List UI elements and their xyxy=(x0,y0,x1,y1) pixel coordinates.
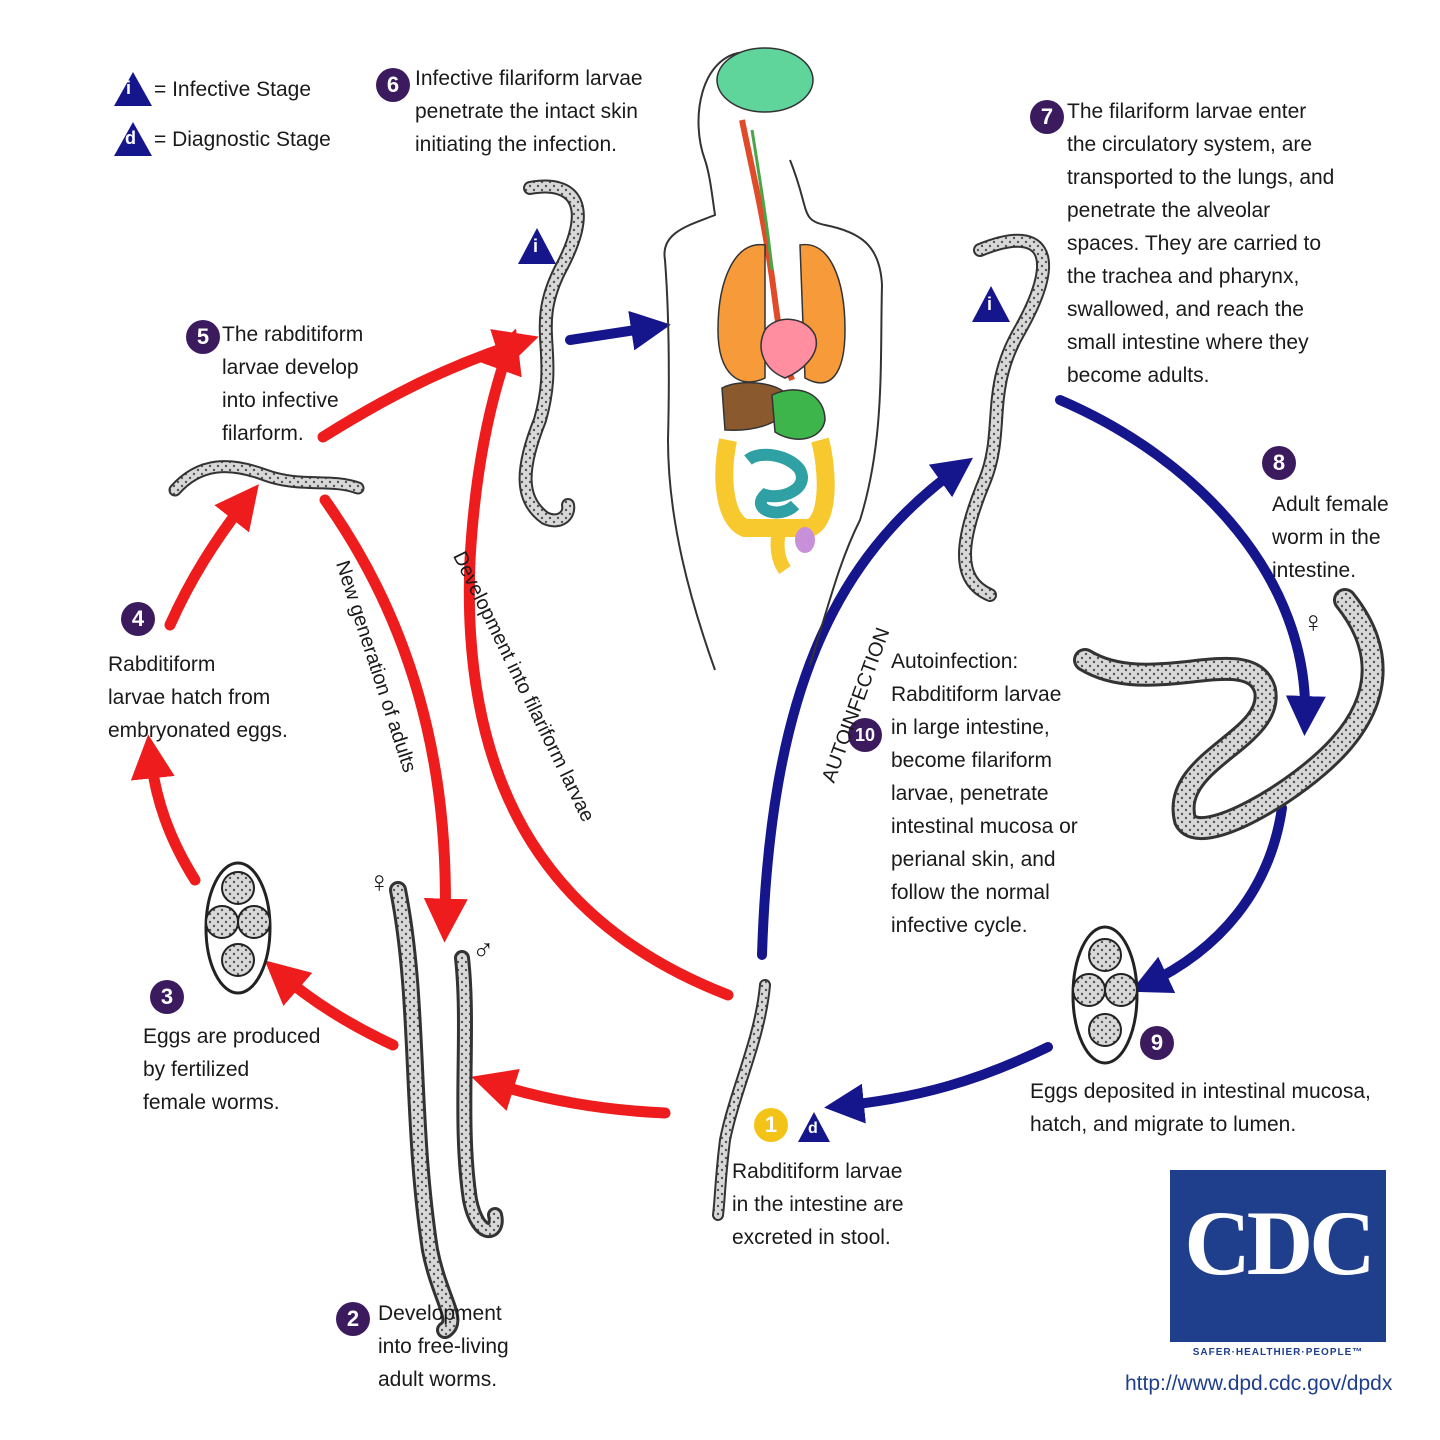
bladder xyxy=(795,527,815,553)
arrow-3-to-4 xyxy=(130,734,201,886)
step-2-badge: 2 xyxy=(336,1302,370,1336)
cdc-url-link[interactable]: http://www.dpd.cdc.gov/dpdx xyxy=(1125,1372,1393,1395)
rectum xyxy=(770,526,791,575)
trachea xyxy=(750,129,774,271)
arrow-4-to-5 xyxy=(164,484,259,631)
step-6-badge: 6 xyxy=(376,68,410,102)
egg-free-living xyxy=(204,861,272,995)
arrow-7-to-8 xyxy=(1055,395,1326,736)
diagnostic-stage-label: = Diagnostic Stage xyxy=(154,128,331,151)
step-7-badge: 7 xyxy=(1030,100,1064,134)
arrow-9-to-1 xyxy=(824,1042,1053,1124)
infective-symbol: i xyxy=(126,78,132,98)
step-4-badge: 4 xyxy=(121,602,155,636)
step-1-text: Rabditiform larvae in the intestine are … xyxy=(732,1160,904,1249)
step-5-badge: 5 xyxy=(186,320,220,354)
infective-stage-markers xyxy=(114,72,1010,1142)
arrow-6-to-body xyxy=(565,310,671,351)
heart xyxy=(760,318,818,379)
worm-adult-female-intestinal xyxy=(1073,588,1385,841)
diagnostic-marker-letter: d xyxy=(808,1120,818,1137)
female-symbol-free-living: ♀ xyxy=(368,866,391,899)
step-8-text: Adult female worm in the intestine. xyxy=(1272,493,1389,582)
infective-triangle-right xyxy=(972,286,1010,322)
arrow-1-to-2 xyxy=(471,1068,671,1119)
diagnostic-triangle-legend xyxy=(114,122,152,156)
worm-filariform-right xyxy=(958,233,1051,602)
step-9-text: Eggs deposited in intestinal mucosa, hat… xyxy=(1030,1080,1371,1136)
worm-free-living-male xyxy=(454,950,504,1238)
worm-rhabditiform-larva xyxy=(168,460,365,497)
step-6-text: Infective filariform larvae penetrate th… xyxy=(415,67,643,156)
infective-marker-letter-left: i xyxy=(533,236,539,256)
egg-intestinal xyxy=(1071,925,1139,1065)
arrow-development-filariform xyxy=(463,328,734,1001)
arrow-2-to-3 xyxy=(264,960,399,1051)
infective-triangle-legend xyxy=(114,72,152,106)
female-symbol-intestinal: ♀ xyxy=(1302,606,1325,639)
worm-illustrations xyxy=(168,179,1385,1339)
small-intestine xyxy=(744,448,808,519)
step-3-badge: 3 xyxy=(150,980,184,1014)
arrow-new-generation xyxy=(319,494,468,943)
free-living-cycle-arrows xyxy=(130,328,734,1119)
step-1-badge: 1 xyxy=(754,1108,788,1142)
cdc-tagline: SAFER·HEALTHIER·PEOPLE™ xyxy=(1192,1347,1364,1358)
cdc-logo: CDC xyxy=(1170,1170,1386,1342)
step-9-badge: 9 xyxy=(1140,1026,1174,1060)
arrow-8-to-9 xyxy=(1130,803,1287,993)
brain xyxy=(716,47,814,113)
step-10-badge: 10 xyxy=(848,718,882,752)
worm-free-living-female xyxy=(389,881,460,1339)
step-5-text: The rabditiform larvae develop into infe… xyxy=(222,323,364,445)
stomach xyxy=(771,389,826,440)
infective-marker-letter-right: i xyxy=(987,294,993,314)
body-outline xyxy=(663,51,884,671)
infective-stage-label: = Infective Stage xyxy=(154,78,312,101)
diagnostic-symbol: d xyxy=(125,128,136,148)
male-symbol-free-living: ♂ xyxy=(472,934,495,967)
worm-rhabditiform-stool xyxy=(712,979,771,1221)
diagnostic-triangle-stage1 xyxy=(798,1112,830,1142)
left-lung xyxy=(717,243,766,383)
step-7-text: The filariform larvae enter the circulat… xyxy=(1067,100,1335,387)
worm-filariform-left xyxy=(518,179,585,528)
step-3-text: Eggs are produced by fertilized female w… xyxy=(143,1025,321,1114)
step-4-text: Rabditiform larvae hatch from embryonate… xyxy=(108,653,288,742)
human-body-illustration xyxy=(663,47,884,671)
step-8-badge: 8 xyxy=(1262,446,1296,480)
step-10-text: Autoinfection: Rabditiform larvae in lar… xyxy=(891,650,1078,937)
step-2-text: Development into free-living adult worms… xyxy=(378,1302,509,1391)
infective-triangle-left xyxy=(518,228,556,264)
cdc-logo-text: CDC xyxy=(1184,1192,1375,1294)
